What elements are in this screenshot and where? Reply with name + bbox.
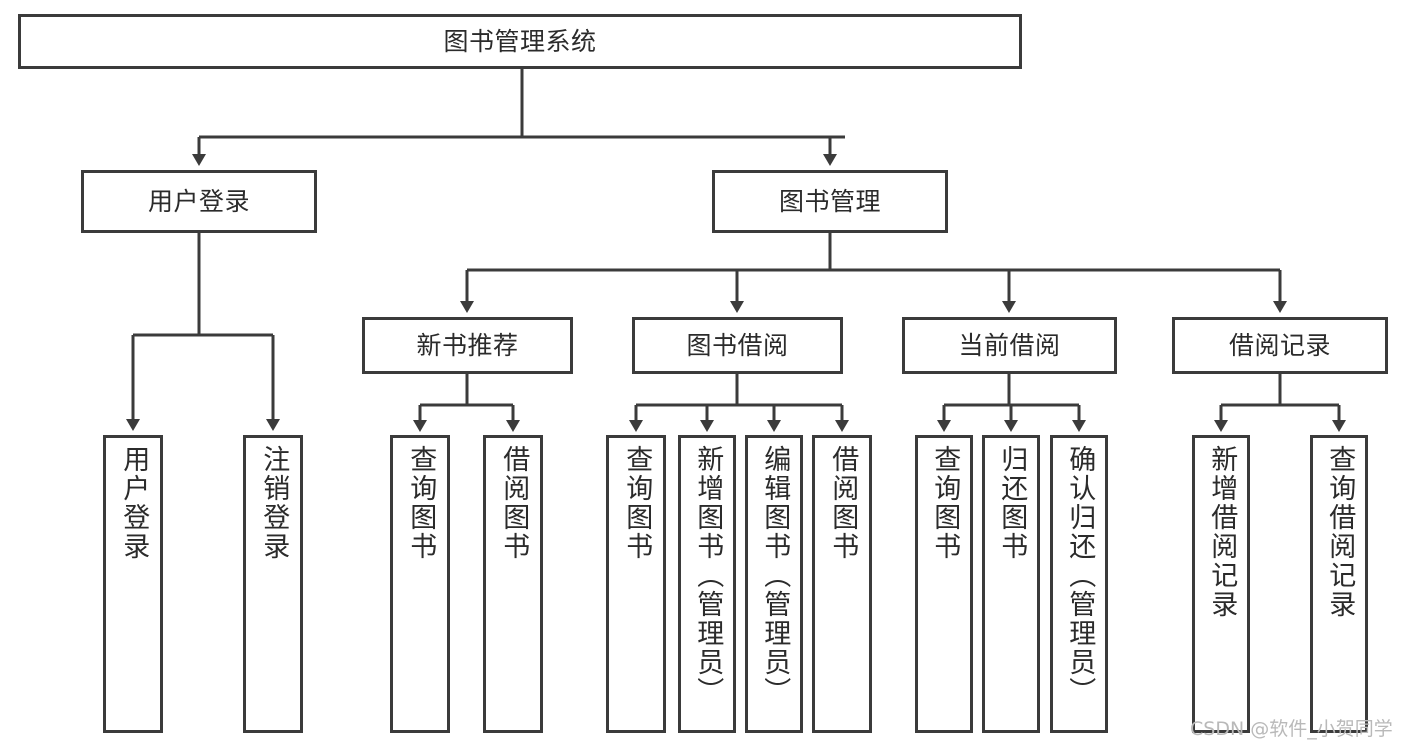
node-new-book-recommend[interactable]: 新书推荐 (362, 317, 573, 374)
node-leaf-borrow-book-recommend-label: 借阅图书 (498, 445, 530, 561)
node-current-borrow[interactable]: 当前借阅 (902, 317, 1117, 374)
node-leaf-add-borrow-record-label: 新增借阅记录 (1206, 445, 1238, 619)
node-leaf-logout-login-label: 注销登录 (258, 445, 290, 561)
node-leaf-query-book-borrow-label: 查询图书 (621, 445, 653, 561)
node-leaf-borrow-book-recommend[interactable]: 借阅图书 (483, 435, 543, 733)
node-new-book-recommend-label: 新书推荐 (416, 330, 519, 360)
node-root[interactable]: 图书管理系统 (18, 14, 1022, 69)
node-leaf-confirm-return-admin[interactable]: 确认归还（管理员） (1050, 435, 1108, 733)
node-user-login-label: 用户登录 (147, 186, 250, 216)
node-leaf-query-book-current-label: 查询图书 (929, 445, 961, 561)
node-leaf-edit-book-admin-label: 编辑图书（管理员） (759, 445, 791, 706)
node-root-label: 图书管理系统 (443, 26, 597, 56)
node-user-login[interactable]: 用户登录 (81, 170, 317, 233)
node-book-management[interactable]: 图书管理 (712, 170, 948, 233)
node-leaf-user-login-label: 用户登录 (118, 445, 150, 561)
node-leaf-query-borrow-record-label: 查询借阅记录 (1324, 445, 1356, 619)
csdn-watermark: CSDN @软件_小贺同学 (1190, 718, 1393, 740)
node-book-borrow[interactable]: 图书借阅 (632, 317, 843, 374)
node-leaf-add-book-admin[interactable]: 新增图书（管理员） (678, 435, 736, 733)
node-borrow-record[interactable]: 借阅记录 (1172, 317, 1388, 374)
node-leaf-return-book-label: 归还图书 (996, 445, 1028, 561)
node-book-borrow-label: 图书借阅 (686, 330, 789, 360)
node-borrow-record-label: 借阅记录 (1228, 330, 1331, 360)
node-leaf-user-login[interactable]: 用户登录 (103, 435, 163, 733)
node-leaf-return-book[interactable]: 归还图书 (982, 435, 1040, 733)
node-leaf-logout-login[interactable]: 注销登录 (243, 435, 303, 733)
node-leaf-borrow-book[interactable]: 借阅图书 (812, 435, 872, 733)
node-leaf-confirm-return-admin-label: 确认归还（管理员） (1064, 445, 1096, 706)
node-leaf-edit-book-admin[interactable]: 编辑图书（管理员） (745, 435, 803, 733)
node-leaf-add-borrow-record[interactable]: 新增借阅记录 (1192, 435, 1250, 733)
node-book-management-label: 图书管理 (778, 186, 881, 216)
node-current-borrow-label: 当前借阅 (958, 330, 1061, 360)
node-leaf-add-book-admin-label: 新增图书（管理员） (692, 445, 724, 706)
node-leaf-query-borrow-record[interactable]: 查询借阅记录 (1310, 435, 1368, 733)
node-leaf-query-book-recommend-label: 查询图书 (405, 445, 437, 561)
node-leaf-query-book-recommend[interactable]: 查询图书 (390, 435, 450, 733)
node-leaf-query-book-current[interactable]: 查询图书 (915, 435, 973, 733)
node-leaf-query-book-borrow[interactable]: 查询图书 (606, 435, 666, 733)
node-leaf-borrow-book-label: 借阅图书 (827, 445, 859, 561)
